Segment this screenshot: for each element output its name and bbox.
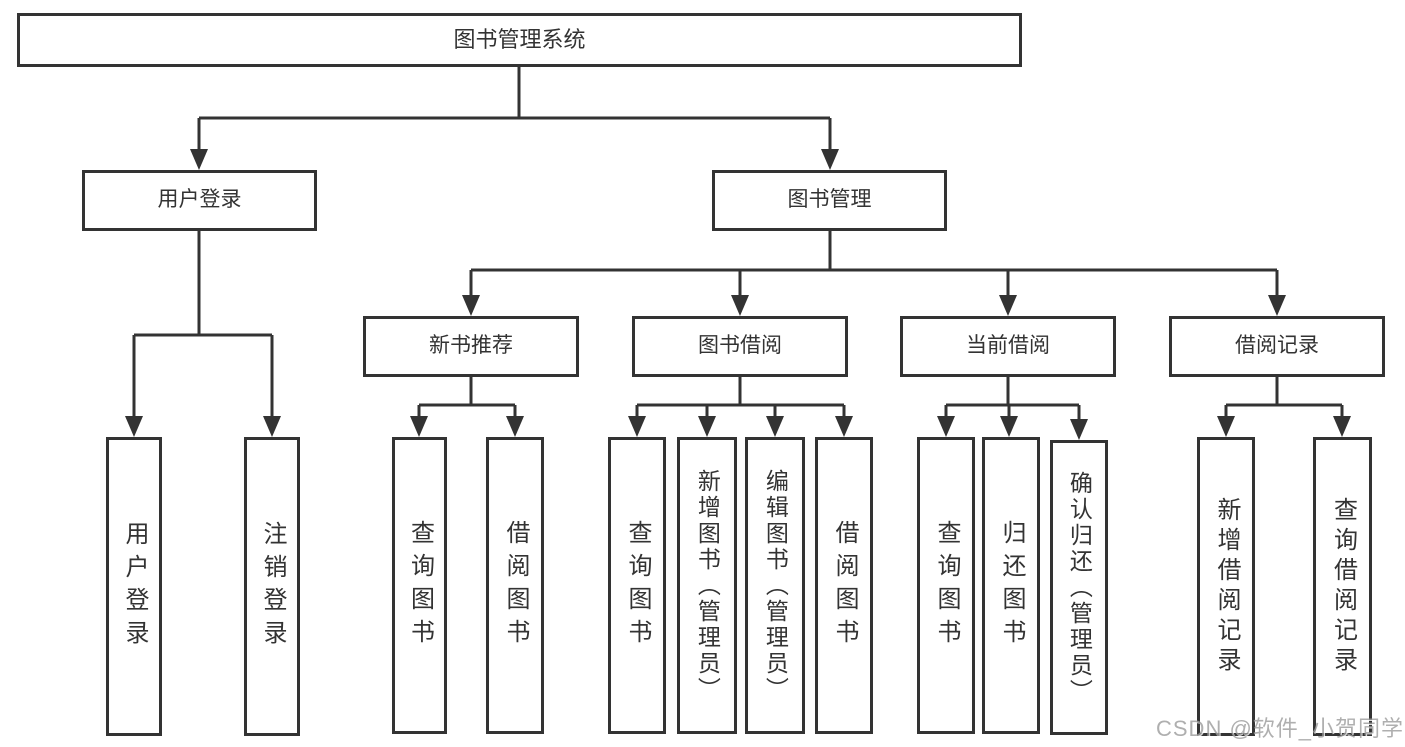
node-user-login-leaf: 用户登录	[106, 437, 162, 736]
arrow-down-icon	[937, 416, 955, 437]
arrow-down-icon	[190, 149, 208, 170]
csdn-watermark: CSDN @软件_小贺同学	[1156, 716, 1405, 741]
node-current-borrowing: 当前借阅	[900, 316, 1116, 377]
arrow-down-icon	[410, 416, 428, 437]
node-confirm-return-admin: 确认归还（管理员）	[1050, 440, 1108, 735]
node-add-books-admin: 新增图书（管理员）	[677, 437, 737, 734]
node-query-books-2: 查询图书	[608, 437, 666, 734]
node-query-books-1: 查询图书	[392, 437, 447, 734]
node-logout-leaf: 注销登录	[244, 437, 300, 736]
node-borrowing-records: 借阅记录	[1169, 316, 1385, 377]
node-borrow-books-1: 借阅图书	[486, 437, 544, 734]
arrow-down-icon	[821, 149, 839, 170]
arrow-down-icon	[125, 416, 143, 437]
arrow-down-icon	[1333, 416, 1351, 437]
arrow-down-icon	[1000, 416, 1018, 437]
node-new-book-recommend: 新书推荐	[363, 316, 579, 377]
arrow-down-icon	[1217, 416, 1235, 437]
connector-path	[132, 67, 1344, 436]
arrow-down-icon	[462, 295, 480, 316]
node-borrow-books-2: 借阅图书	[815, 437, 873, 734]
node-book-borrowing: 图书借阅	[632, 316, 848, 377]
node-user-login: 用户登录	[82, 170, 317, 231]
node-library-management-system: 图书管理系统	[17, 13, 1022, 67]
arrow-down-icon	[263, 416, 281, 437]
arrow-down-icon	[731, 295, 749, 316]
arrow-down-icon	[766, 416, 784, 437]
arrow-down-icon	[628, 416, 646, 437]
arrow-down-icon	[1268, 295, 1286, 316]
arrow-down-icon	[999, 295, 1017, 316]
arrow-down-icon	[835, 416, 853, 437]
node-book-management: 图书管理	[712, 170, 947, 231]
node-return-books: 归还图书	[982, 437, 1040, 734]
arrow-down-icon	[1070, 419, 1088, 440]
arrow-down-icon	[506, 416, 524, 437]
node-edit-books-admin: 编辑图书（管理员）	[745, 437, 805, 734]
node-query-books-3: 查询图书	[917, 437, 975, 734]
node-query-borrow-record: 查询借阅记录	[1313, 437, 1372, 736]
node-add-borrow-record: 新增借阅记录	[1197, 437, 1255, 736]
arrow-down-icon	[698, 416, 716, 437]
